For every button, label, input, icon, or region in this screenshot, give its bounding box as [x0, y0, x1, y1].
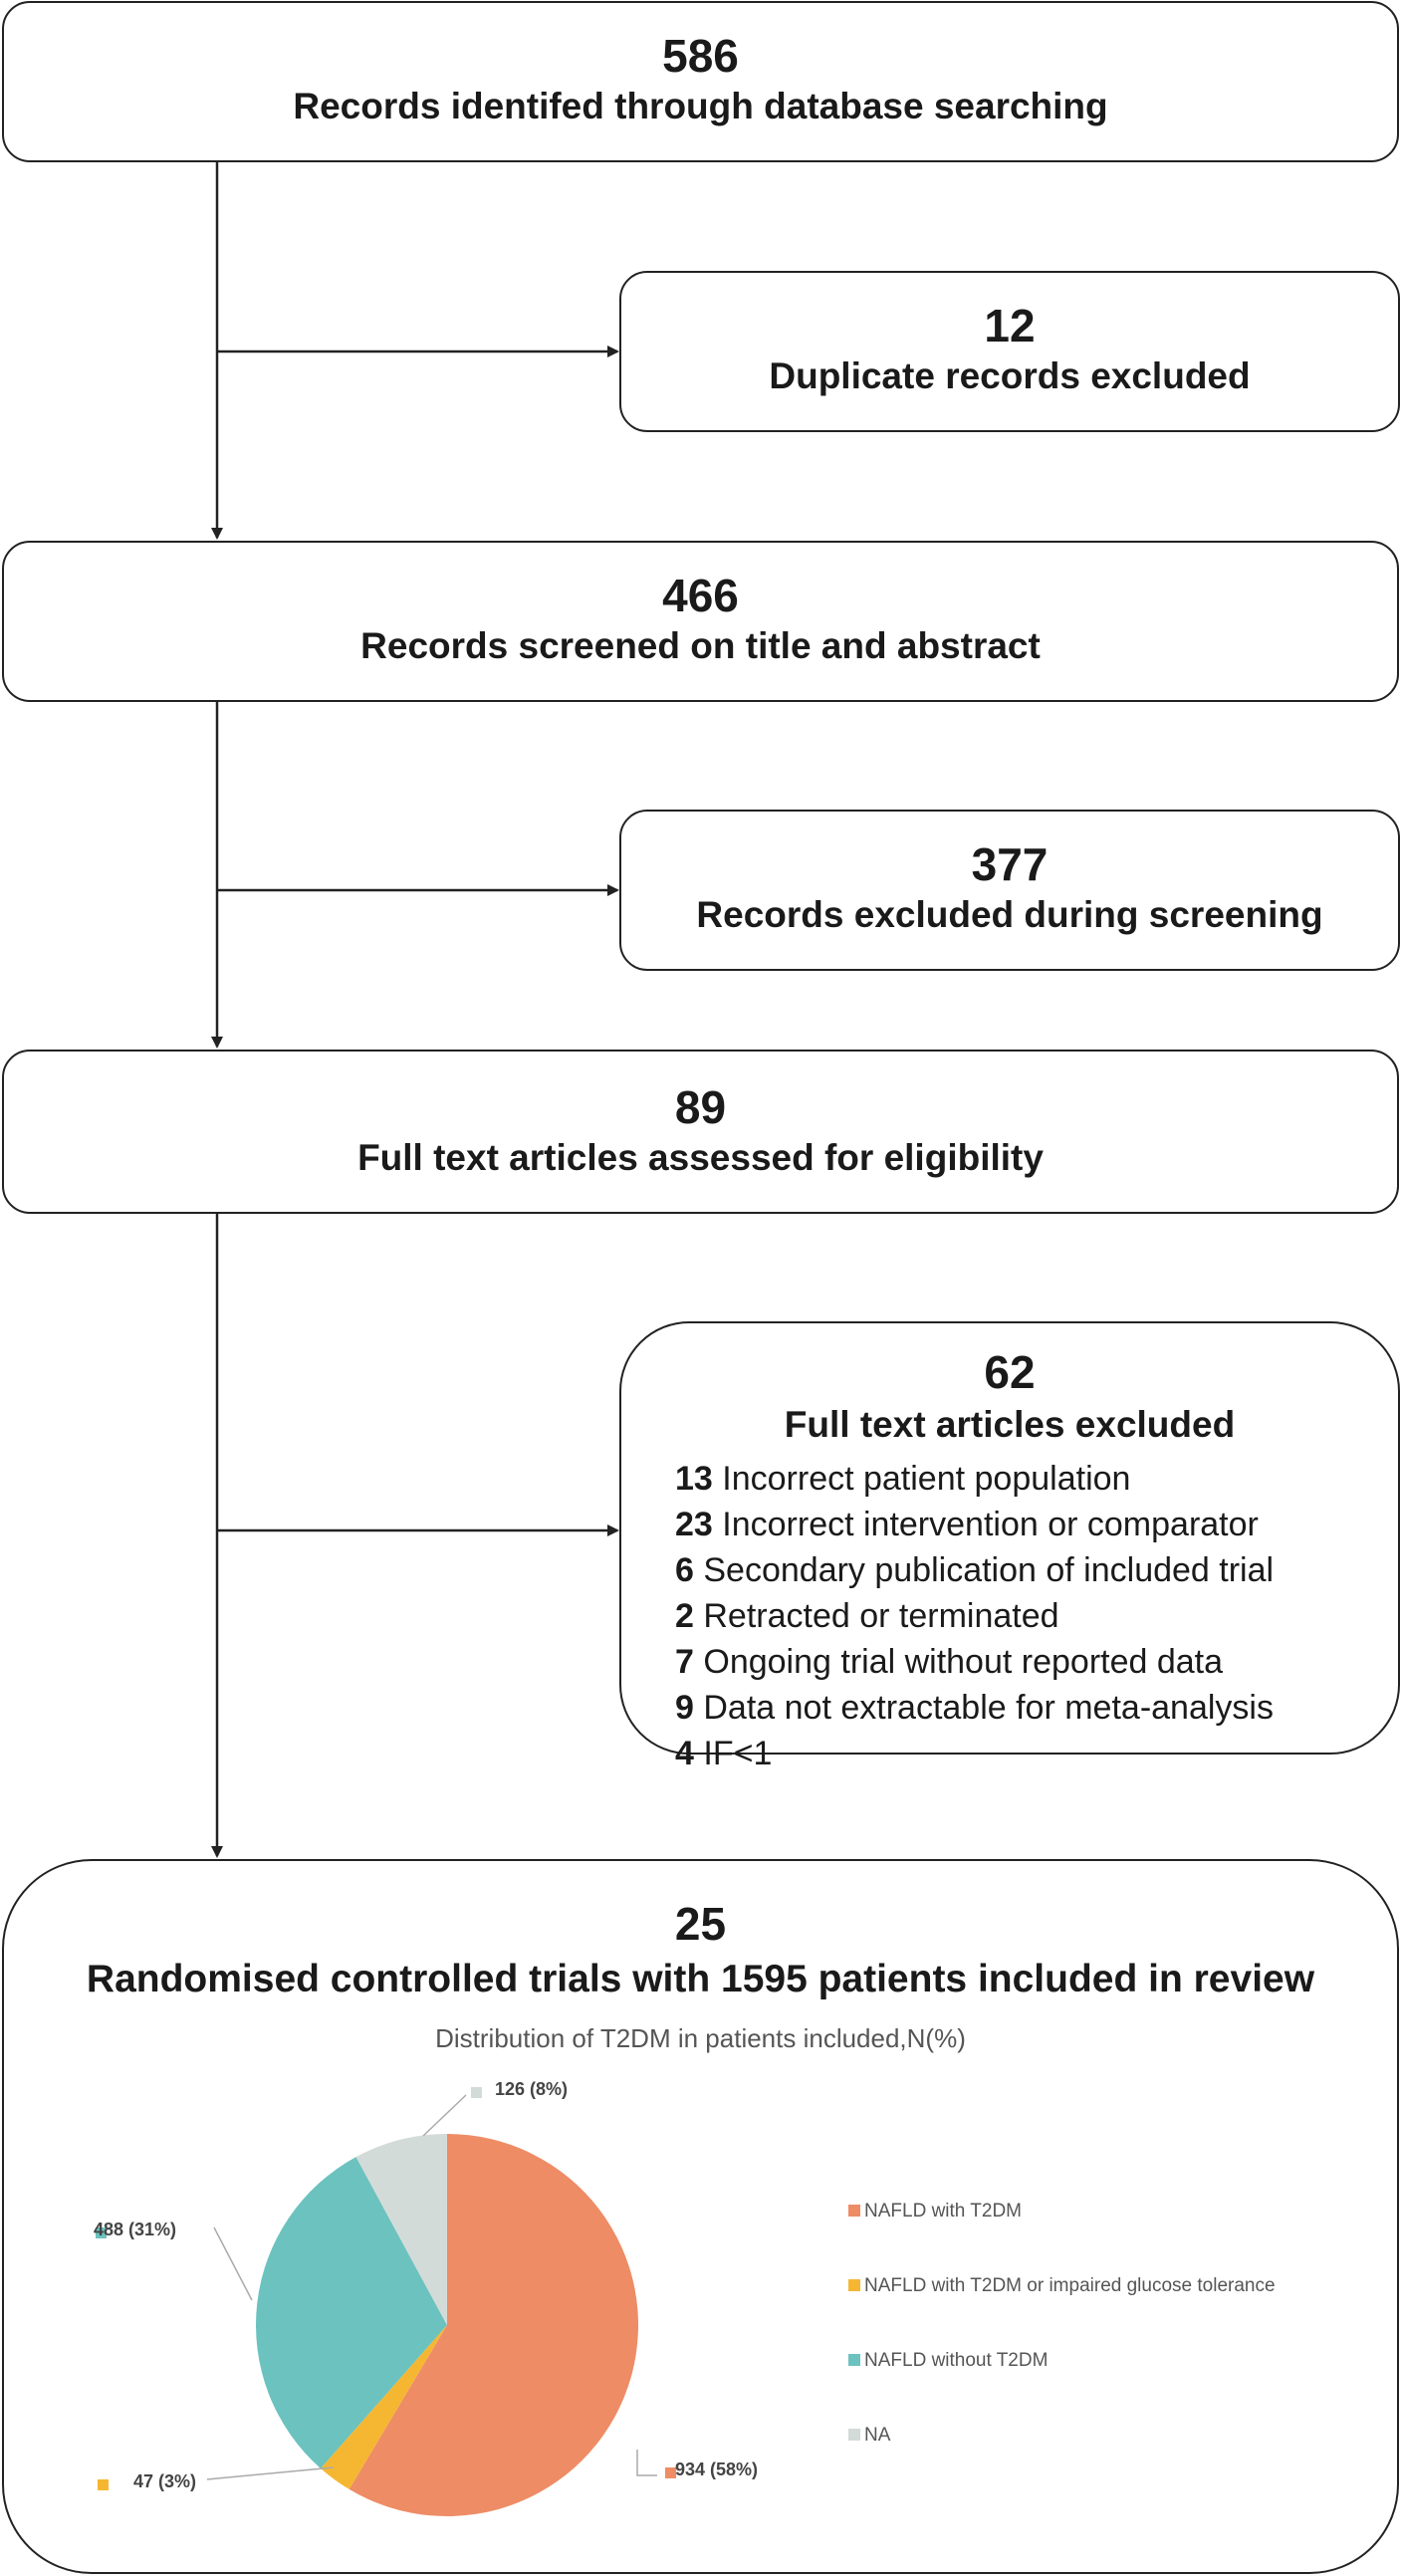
- pie-slice: [349, 2134, 639, 2517]
- slice-value-label: 126 (8%): [495, 2079, 568, 2099]
- slice-leader-line: [636, 2450, 657, 2476]
- legend-entry: NAFLD with T2DM: [864, 2201, 1022, 2222]
- pie-slice: [320, 2325, 447, 2489]
- pie-slice: [355, 2134, 447, 2325]
- slice-value-label: 934 (58%): [675, 2459, 758, 2479]
- exclusion-reason: 13 Incorrect patient population: [675, 1459, 1131, 1498]
- slice-label-marker: [471, 2087, 482, 2098]
- pie-chart-title: Distribution of T2DM in patients include…: [435, 2022, 966, 2053]
- slice-leader-line: [213, 2226, 253, 2301]
- fulltext-assessed-box: 89 Full text articles assessed for eligi…: [2, 1050, 1399, 1214]
- exclusion-reasons-list: 13 Incorrect patient population 23 Incor…: [675, 1456, 1398, 1776]
- records-identified-count: 586: [662, 30, 739, 82]
- records-screened-count: 466: [662, 570, 739, 621]
- legend-swatch: [848, 2279, 860, 2291]
- included-count: 25: [674, 1898, 727, 1950]
- fulltext-excluded-count: 62: [984, 1346, 1036, 1398]
- records-identified-box: 586 Records identifed through database s…: [2, 1, 1399, 162]
- screening-excluded-box: 377 Records excluded during screening: [619, 810, 1400, 971]
- records-screened-box: 466 Records screened on title and abstra…: [2, 541, 1399, 702]
- slice-label-marker: [665, 2467, 676, 2478]
- slice-label-marker: [96, 2227, 107, 2238]
- fulltext-assessed-label: Full text articles assessed for eligibil…: [357, 1137, 1044, 1178]
- legend-entry: NA: [864, 2425, 891, 2446]
- screening-excluded-label: Records excluded during screening: [696, 894, 1323, 935]
- exclusion-reason: 9 Data not extractable for meta-analysis: [675, 1688, 1274, 1727]
- records-identified-label: Records identifed through database searc…: [293, 86, 1108, 126]
- fulltext-assessed-count: 89: [674, 1081, 727, 1133]
- exclusion-reason: 23 Incorrect intervention or comparator: [675, 1505, 1259, 1543]
- legend-entry: NAFLD with T2DM or impaired glucose tole…: [864, 2275, 1276, 2296]
- duplicates-excluded-box: 12 Duplicate records excluded: [619, 271, 1400, 432]
- duplicates-label: Duplicate records excluded: [769, 355, 1251, 396]
- legend-swatch: [848, 2429, 860, 2441]
- exclusion-reason: 2 Retracted or terminated: [675, 1596, 1059, 1635]
- pie-slice: [255, 2157, 447, 2468]
- slice-leader-line: [206, 2466, 335, 2480]
- screening-excluded-count: 377: [971, 838, 1049, 890]
- fulltext-excluded-box: 62 Full text articles excluded 13 Incorr…: [619, 1321, 1400, 1772]
- legend-swatch: [848, 2205, 860, 2217]
- records-screened-label: Records screened on title and abstract: [360, 625, 1041, 666]
- included-label: Randomised controlled trials with 1595 p…: [86, 1958, 1315, 2000]
- slice-leader-line: [422, 2094, 467, 2137]
- duplicates-count: 12: [984, 300, 1036, 351]
- legend-entry: NAFLD without T2DM: [864, 2350, 1048, 2371]
- legend-swatch: [848, 2354, 860, 2366]
- included-trials-box: 25 Randomised controlled trials with 159…: [2, 1859, 1399, 2574]
- slice-value-label: 488 (31%): [94, 2220, 176, 2239]
- slice-value-label: 47 (3%): [133, 2471, 196, 2491]
- fulltext-excluded-label: Full text articles excluded: [784, 1404, 1236, 1445]
- slice-label-marker: [98, 2479, 109, 2490]
- exclusion-reason: 7 Ongoing trial without reported data: [675, 1642, 1224, 1681]
- exclusion-reason: 6 Secondary publication of included tria…: [675, 1550, 1275, 1589]
- exclusion-reason: 4 IF<1: [675, 1734, 773, 1772]
